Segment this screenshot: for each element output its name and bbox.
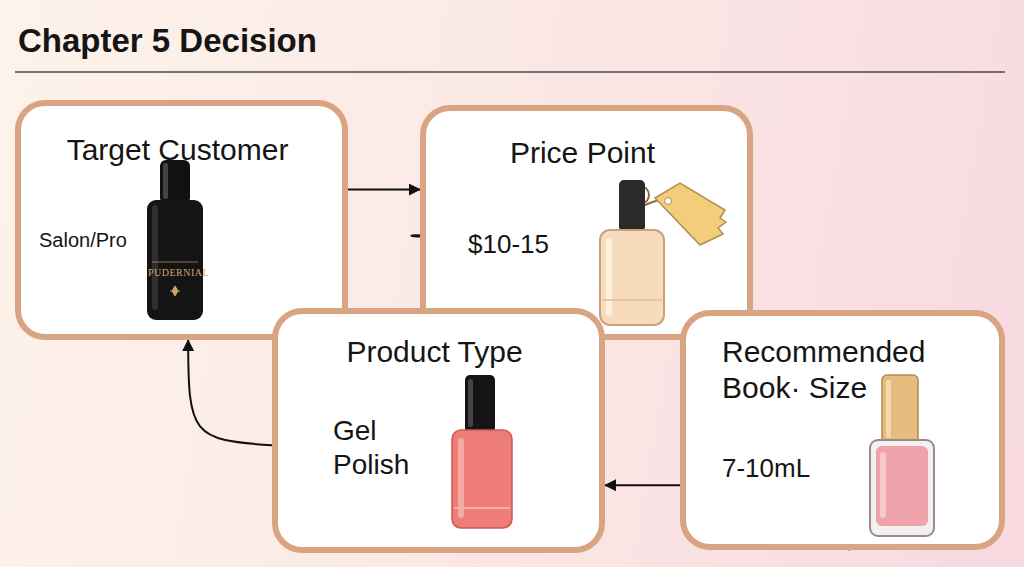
- step-box: Target CustomerSalon/Pro: [15, 100, 348, 340]
- step-value: 7-10mL: [722, 453, 862, 484]
- step-heading: Price Point: [426, 135, 739, 171]
- step-value: Salon/Pro: [39, 228, 159, 252]
- coral-bottle: [452, 375, 512, 528]
- step-heading: Product Type: [278, 334, 591, 370]
- step-box: Product TypeGel Polish: [272, 308, 605, 553]
- title: Chapter 5 Decision: [18, 22, 317, 60]
- title-rule: [15, 71, 1005, 73]
- flow-arrow: [348, 189, 420, 191]
- step-value: $10-15: [468, 229, 608, 260]
- black-bottle: [147, 160, 203, 320]
- step-heading: Target Customer: [21, 132, 334, 168]
- step-box: Price Point $10-15: [420, 105, 753, 340]
- bottle-label: PUDERNIAL: [148, 267, 202, 278]
- flow-arrow: [605, 484, 680, 486]
- step-box: Recommended Book· Size 7-10mL: [680, 310, 1005, 550]
- flow-arrow: [188, 340, 272, 445]
- step-value: Gel Polish: [333, 414, 433, 481]
- pink-bottle: [870, 375, 934, 536]
- beige-bottle: [600, 180, 726, 325]
- step-heading: Recommended Book· Size: [722, 334, 977, 406]
